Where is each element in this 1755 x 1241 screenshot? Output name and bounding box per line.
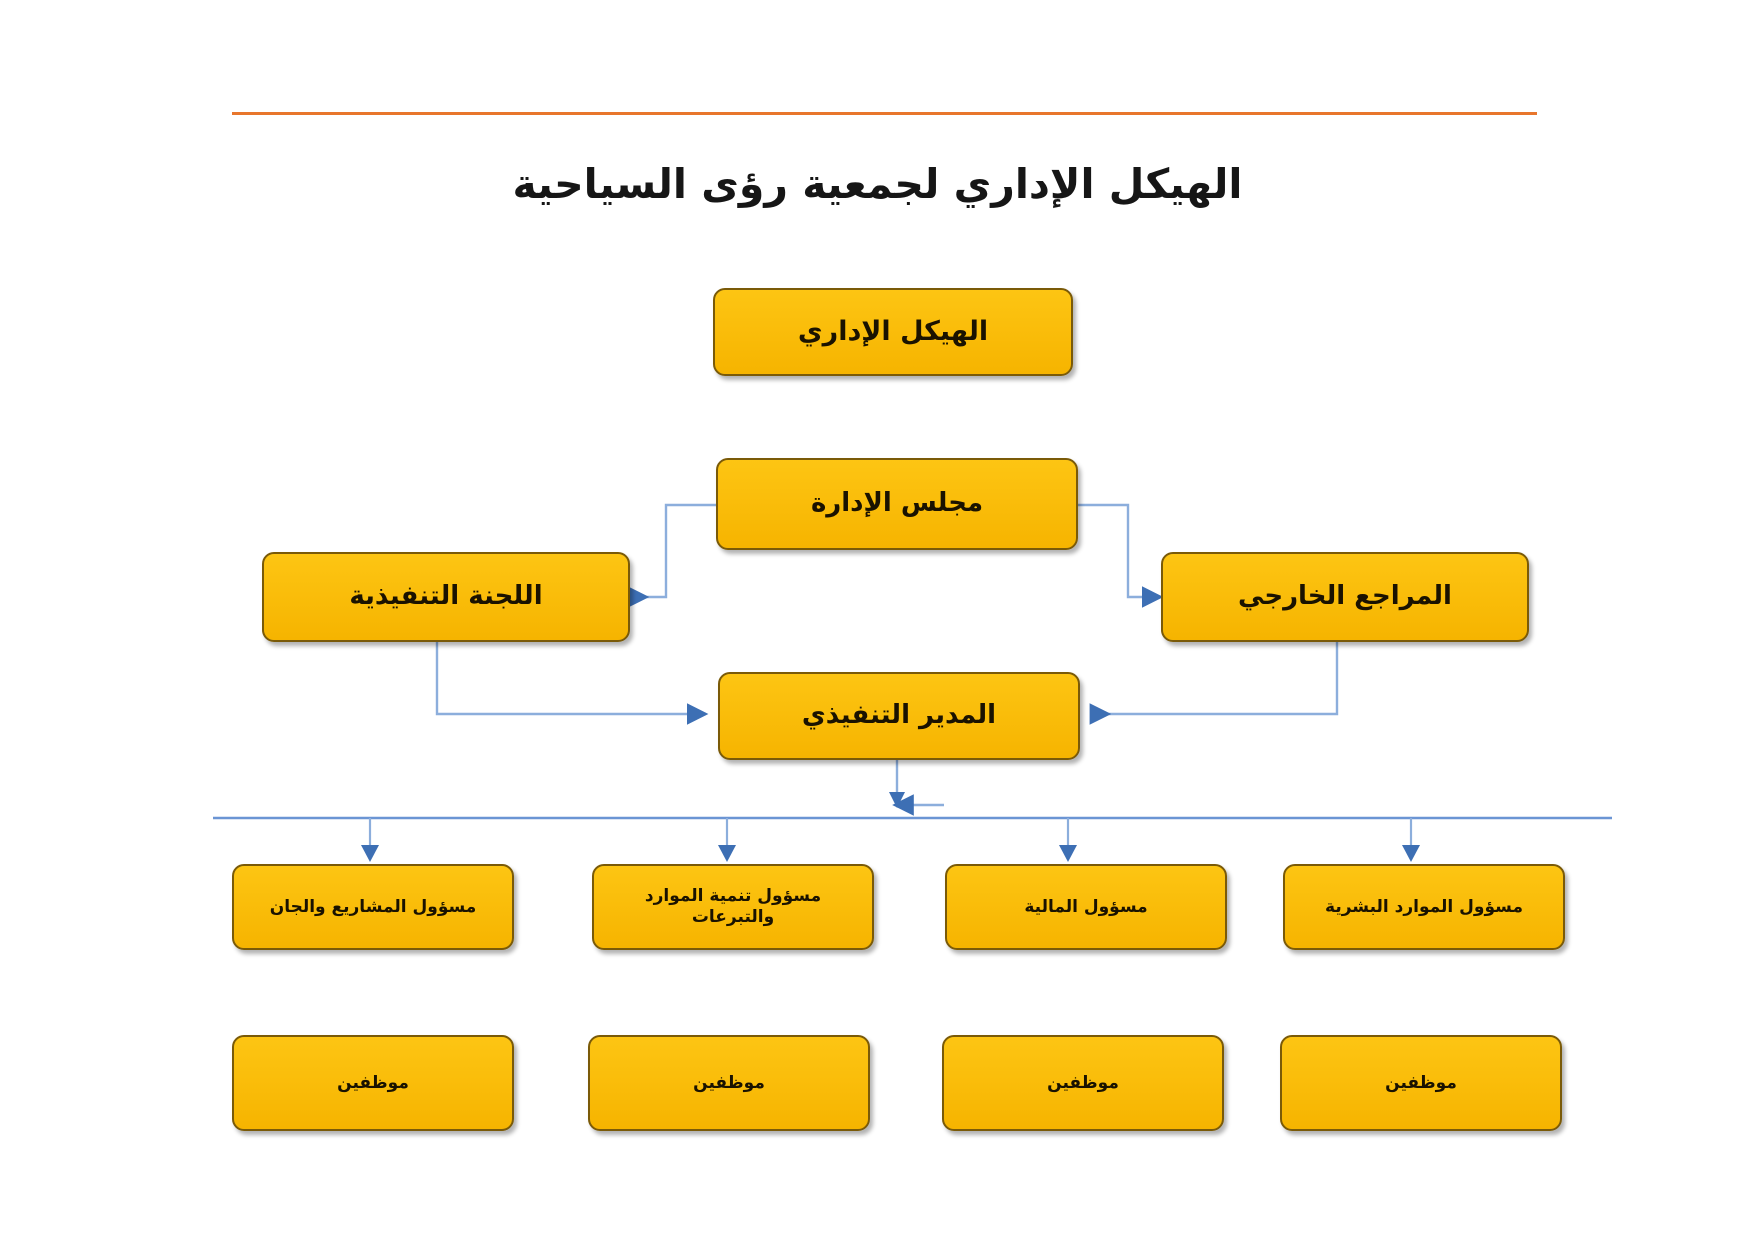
node-label: مسؤول الموارد البشرية [1325,896,1523,917]
node-executive-committee[interactable]: اللجنة التنفيذية [262,552,630,642]
header-divider-rule [232,112,1537,115]
node-projects-committees-officer[interactable]: مسؤول المشاريع والجان [232,864,514,950]
node-finance-officer[interactable]: مسؤول المالية [945,864,1227,950]
node-label: اللجنة التنفيذية [349,581,543,612]
node-external-auditor[interactable]: المراجع الخارجي [1161,552,1529,642]
node-label: المراجع الخارجي [1238,581,1452,612]
node-staff-resources[interactable]: موظفين [588,1035,870,1131]
node-label: مسؤول المالية [1024,896,1148,917]
node-label: الهيكل الإداري [797,315,989,347]
node-staff-projects[interactable]: موظفين [232,1035,514,1131]
node-label: مسؤول المشاريع والجان [269,896,477,917]
node-administrative-structure[interactable]: الهيكل الإداري [713,288,1073,376]
node-label: المدير التنفيذي [801,700,997,731]
node-label: موظفين [693,1072,765,1093]
node-label: موظفين [1047,1072,1119,1093]
node-human-resources-officer[interactable]: مسؤول الموارد البشرية [1283,864,1565,950]
node-label: مسؤول تنمية الموارد والتبرعات [644,886,822,927]
node-staff-finance[interactable]: موظفين [942,1035,1224,1131]
node-label: مجلس الإدارة [810,488,984,519]
node-ceo[interactable]: المدير التنفيذي [718,672,1080,760]
node-staff-hr[interactable]: موظفين [1280,1035,1562,1131]
node-resource-development-officer[interactable]: مسؤول تنمية الموارد والتبرعات [592,864,874,950]
node-label: موظفين [337,1072,409,1093]
node-board-of-directors[interactable]: مجلس الإدارة [716,458,1078,550]
node-label: موظفين [1385,1072,1457,1093]
page-title: الهيكل الإداري لجمعية رؤى السياحية [512,160,1243,208]
